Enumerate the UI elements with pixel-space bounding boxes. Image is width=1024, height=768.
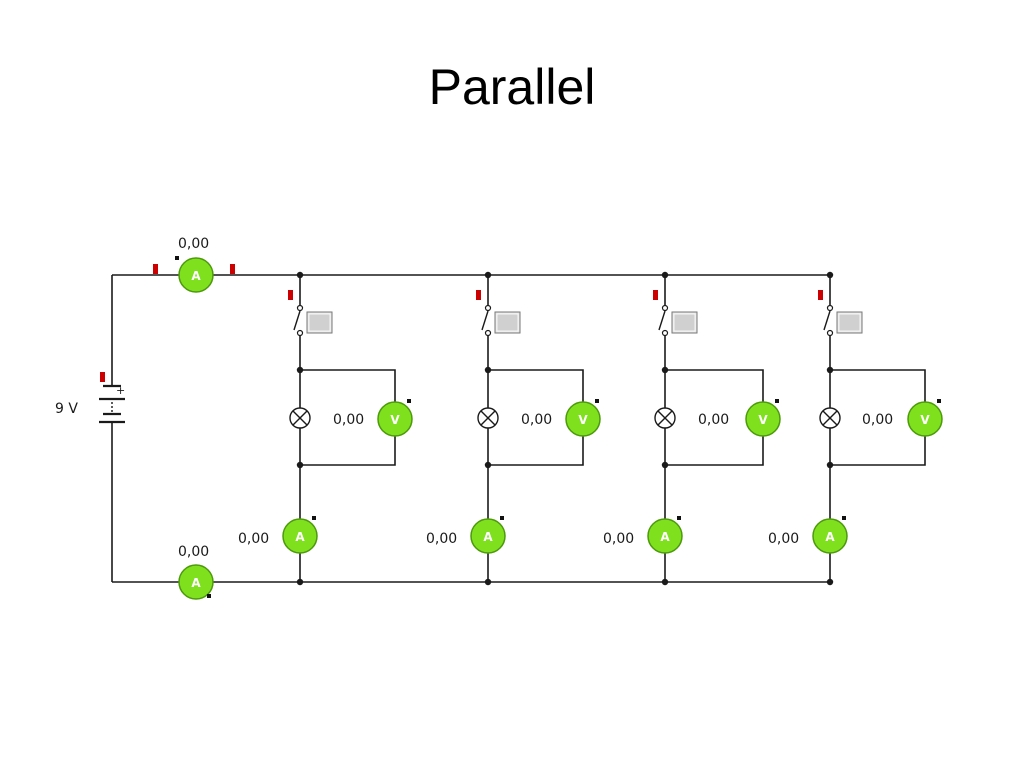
- voltmeter-icon: [907, 401, 943, 437]
- ammeter-branch-3[interactable]: A 0,00: [603, 516, 683, 554]
- voltmeter-icon: [745, 401, 781, 437]
- ammeter-letter: A: [191, 269, 201, 283]
- voltmeter-reading: 0,00: [521, 412, 552, 428]
- voltmeter-letter: V: [390, 413, 400, 427]
- ammeter-letter: A: [191, 576, 201, 590]
- ammeter-icon: [178, 257, 214, 293]
- ammeter-reading: 0,00: [603, 531, 634, 547]
- lamp-icon: [289, 407, 311, 429]
- switch-marker: [476, 290, 481, 300]
- voltmeter-letter: V: [578, 413, 588, 427]
- voltmeter-1[interactable]: V 0,00: [333, 399, 413, 437]
- branch-4: V 0,00 A 0,00: [768, 271, 943, 586]
- battery-plus-label: +: [116, 384, 125, 397]
- main-ammeter-top[interactable]: A 0,00: [153, 236, 235, 293]
- ammeter-branch-2[interactable]: A 0,00: [426, 516, 506, 554]
- branch-3: V 0,00 A 0,00: [603, 271, 781, 586]
- switch-marker: [818, 290, 823, 300]
- branch-1: V 0,00 A 0,00: [238, 271, 413, 586]
- switch-marker: [288, 290, 293, 300]
- lamp-icon: [819, 407, 841, 429]
- voltmeter-4[interactable]: V 0,00: [862, 399, 943, 437]
- ammeter-letter: A: [660, 530, 670, 544]
- ammeter-icon: [178, 564, 214, 600]
- ammeter-branch-4[interactable]: A 0,00: [768, 516, 848, 554]
- voltmeter-icon: [565, 401, 601, 437]
- ammeter-reading: 0,00: [768, 531, 799, 547]
- ammeter-icon: [282, 518, 318, 554]
- ammeter-letter: A: [483, 530, 493, 544]
- main-ammeter-top-reading: 0,00: [178, 236, 209, 252]
- voltmeter-reading: 0,00: [862, 412, 893, 428]
- voltmeter-2[interactable]: V 0,00: [521, 399, 601, 437]
- voltmeter-icon: [377, 401, 413, 437]
- battery[interactable]: + 9 V: [55, 372, 125, 424]
- lamp-icon: [477, 407, 499, 429]
- voltmeter-3[interactable]: V 0,00: [698, 399, 781, 437]
- voltmeter-letter: V: [758, 413, 768, 427]
- switch-lever: [823, 310, 831, 331]
- switch-lever: [658, 310, 666, 331]
- voltmeter-reading: 0,00: [698, 412, 729, 428]
- marker-right: [230, 264, 235, 274]
- voltmeter-reading: 0,00: [333, 412, 364, 428]
- switch-marker: [653, 290, 658, 300]
- ammeter-reading: 0,00: [238, 531, 269, 547]
- main-ammeter-bottom[interactable]: A 0,00: [178, 544, 214, 600]
- battery-marker: [100, 372, 105, 382]
- marker-left: [153, 264, 158, 274]
- switch-lever: [481, 310, 489, 331]
- main-ammeter-bottom-reading: 0,00: [178, 544, 209, 560]
- ammeter-icon: [812, 518, 848, 554]
- ammeter-reading: 0,00: [426, 531, 457, 547]
- lamp-icon: [654, 407, 676, 429]
- voltmeter-letter: V: [920, 413, 930, 427]
- ammeter-branch-1[interactable]: A 0,00: [238, 516, 318, 554]
- ammeter-icon: [647, 518, 683, 554]
- ammeter-letter: A: [825, 530, 835, 544]
- page-title: Parallel: [428, 59, 596, 115]
- battery-voltage-label: 9 V: [55, 401, 78, 417]
- ammeter-icon: [470, 518, 506, 554]
- branch-2: V 0,00 A 0,00: [426, 271, 601, 586]
- ammeter-letter: A: [295, 530, 305, 544]
- switch-lever: [293, 310, 301, 331]
